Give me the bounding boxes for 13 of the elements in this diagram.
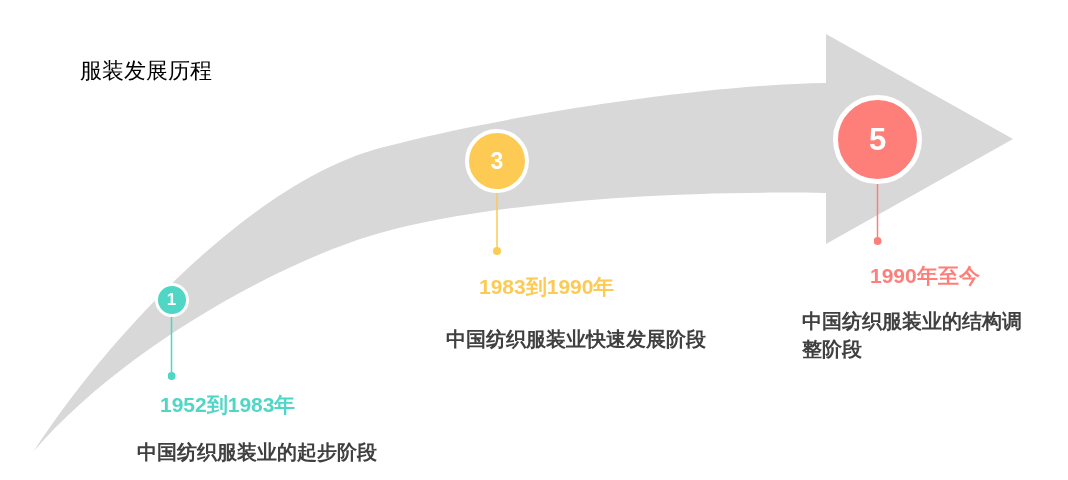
leader-line — [873, 182, 882, 245]
leader-line — [493, 192, 501, 255]
period-label: 1990年至今 — [870, 264, 980, 288]
step-number: 1 — [166, 291, 177, 308]
leader-line — [167, 315, 176, 380]
period-label: 1983到1990年 — [479, 275, 615, 299]
stage-description: 中国纺织服装业快速发展阶段 — [446, 327, 706, 352]
diagram-title: 服装发展历程 — [80, 57, 212, 85]
stage-description: 中国纺织服装业的起步阶段 — [137, 440, 377, 465]
stage-description: 中国纺织服装业的结构调整阶段 — [802, 309, 1023, 362]
step-number: 3 — [490, 149, 504, 173]
period-label: 1952到1983年 — [160, 393, 296, 417]
step-number: 5 — [868, 123, 887, 155]
